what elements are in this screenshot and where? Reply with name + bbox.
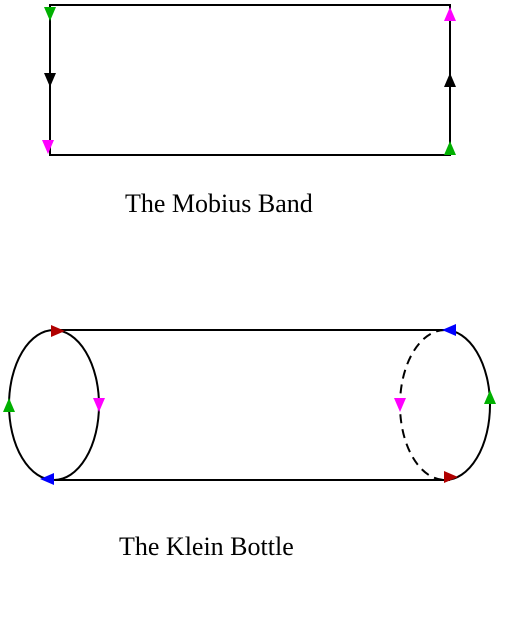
klein-right-ellipse-dashed-half	[399, 329, 446, 481]
klein-left-inner-magenta-arrow	[93, 398, 105, 412]
mobius-arrow-markers	[42, 7, 456, 155]
klein-left-bottom-blue-arrow	[40, 473, 54, 485]
klein-left-outer-green-arrow	[3, 398, 15, 412]
mobius-top-left-green-arrow	[44, 7, 56, 21]
klein-right-bottom-red-arrow	[444, 471, 458, 483]
klein-right-inner-magenta-arrow	[394, 398, 406, 412]
mobius-band-caption: The Mobius Band	[125, 189, 313, 218]
klein-arrow-markers	[3, 324, 496, 485]
mobius-left-edge-black-arrow	[44, 73, 56, 87]
mobius-band-rectangle	[49, 4, 451, 156]
mobius-right-edge-black-arrow	[444, 73, 456, 87]
klein-right-ellipse-solid-half	[444, 329, 491, 481]
klein-right-top-blue-arrow	[442, 324, 456, 336]
klein-bottle-caption: The Klein Bottle	[119, 532, 294, 561]
mobius-band-figure	[42, 4, 456, 156]
mobius-top-right-magenta-arrow	[444, 7, 456, 21]
mobius-bottom-right-green-arrow	[444, 141, 456, 155]
mobius-bottom-left-magenta-arrow	[42, 140, 54, 154]
klein-bottle-figure	[3, 324, 496, 485]
klein-left-top-red-arrow	[51, 325, 65, 337]
klein-right-outer-green-arrow	[484, 390, 496, 404]
klein-left-ellipse	[8, 329, 100, 481]
